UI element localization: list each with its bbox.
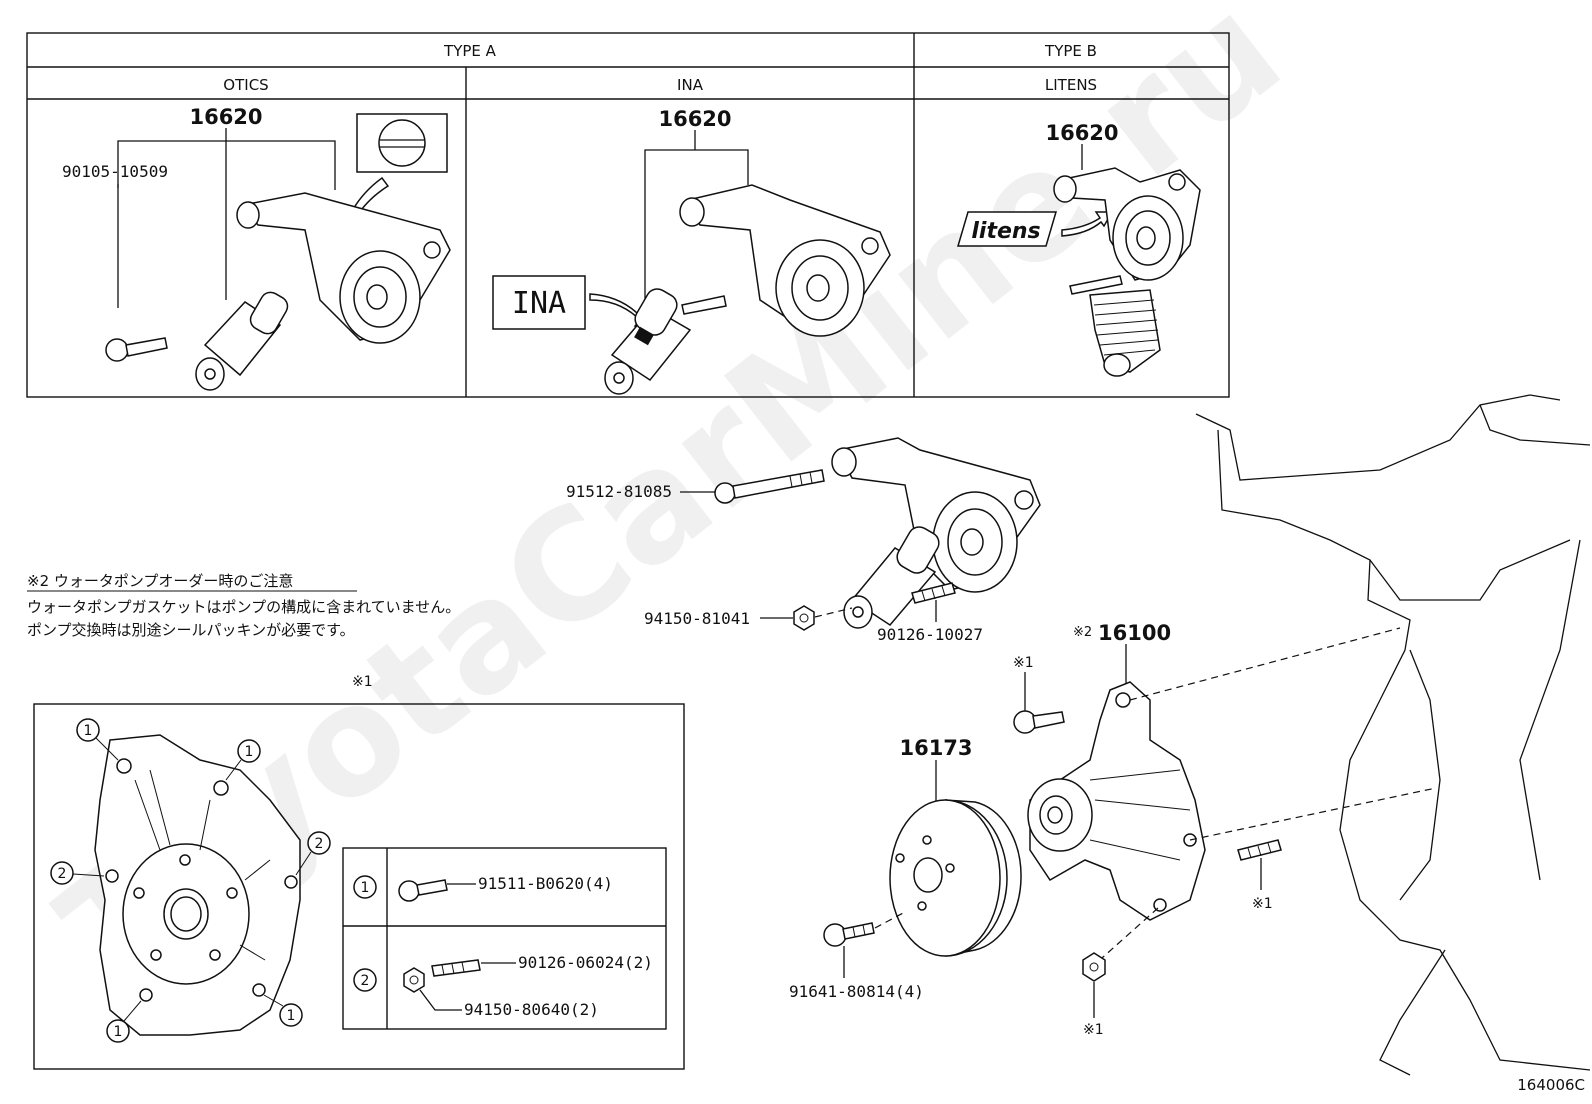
legend-part-2a: 90126-06024(2) <box>518 953 653 972</box>
detail-mark: ※1 <box>352 674 373 690</box>
engine-block-outline <box>1195 394 1591 1076</box>
header-litens: LITENS <box>1045 76 1097 94</box>
svg-text:1: 1 <box>114 1024 123 1040</box>
nut-part-number: 94150-81041 <box>644 609 750 628</box>
fastener-legend: 1 2 91511-B0620(4) 90126-06024(2) 94150-… <box>342 847 667 1030</box>
stud-mark: ※1 <box>1252 896 1273 912</box>
svg-text:2: 2 <box>58 866 67 882</box>
note-line-2: ポンプ交換時は別途シールパッキンが必要です。 <box>27 621 355 639</box>
otics-bolt-number: 90105-10509 <box>62 162 168 181</box>
pump-nut: ※1 <box>1082 952 1106 1038</box>
litens-variant: 16620 litens <box>956 121 1201 377</box>
svg-text:1: 1 <box>84 723 93 739</box>
svg-text:2: 2 <box>315 836 324 852</box>
otics-variant: 16620 90105-10509 <box>62 105 451 391</box>
diagram-id: 164006C <box>1517 1076 1585 1094</box>
pulley-part-number: 16173 <box>899 736 972 760</box>
pump-bolt-mark: ※1 <box>1013 655 1034 671</box>
header-otics: OTICS <box>223 76 268 94</box>
variant-table: TYPE A TYPE B OTICS INA LITENS <box>26 32 1230 398</box>
ina-part-number: 16620 <box>658 107 731 131</box>
water-pump-mark: ※2 <box>1073 625 1092 640</box>
nut-mark: ※1 <box>1083 1022 1104 1038</box>
legend-part-2b: 94150-80640(2) <box>464 1000 599 1019</box>
legend-part-1: 91511-B0620(4) <box>478 874 613 893</box>
callout-1a: 1 <box>76 718 119 761</box>
stud-part-number: 90126-10027 <box>877 625 983 644</box>
litens-label-box <box>956 211 1058 247</box>
litens-label: litens <box>971 219 1040 244</box>
note-title: ※2 ウォータポンプオーダー時のご注意 <box>27 572 293 590</box>
ina-label-box <box>492 275 586 330</box>
pump-upper-bolt: ※1 <box>1013 655 1065 734</box>
header-type-b: TYPE B <box>1044 42 1097 60</box>
order-note: ※2 ウォータポンプオーダー時のご注意 ウォータポンプガスケットはポンプの構成に… <box>27 572 460 639</box>
ina-label: INA <box>512 286 566 321</box>
legend-key-1: 1 <box>361 880 370 896</box>
callout-2b: 2 <box>295 831 331 876</box>
callout-1d: 1 <box>263 994 303 1027</box>
water-pump-pulley: 16173 91641-80814(4) <box>789 736 1022 1001</box>
pump-stud: ※1 <box>1237 839 1282 912</box>
otics-part-number: 16620 <box>189 105 262 129</box>
header-type-a: TYPE A <box>443 42 497 60</box>
ina-variant: 16620 INA <box>492 107 891 395</box>
bolt-part-number: 91512-81085 <box>566 482 672 501</box>
note-line-1: ウォータポンプガスケットはポンプの構成に含まれていません。 <box>27 598 460 616</box>
svg-text:1: 1 <box>287 1008 296 1024</box>
tensioner-assembly: 91512-81085 90126-10027 94150-81041 <box>566 437 1041 644</box>
water-pump: ※2 16100 <box>1027 621 1437 959</box>
bolt-detail-box: ※1 1 1 <box>33 674 685 1070</box>
callout-1c: 1 <box>106 1000 142 1043</box>
svg-text:1: 1 <box>245 744 254 760</box>
legend-key-2: 2 <box>361 973 370 989</box>
callout-1b: 1 <box>225 739 261 781</box>
header-ina: INA <box>677 76 704 94</box>
callout-2a: 2 <box>50 861 105 885</box>
pulley-bolt-part-number: 91641-80814(4) <box>789 982 924 1001</box>
water-pump-part-number: 16100 <box>1098 621 1171 645</box>
litens-part-number: 16620 <box>1045 121 1118 145</box>
